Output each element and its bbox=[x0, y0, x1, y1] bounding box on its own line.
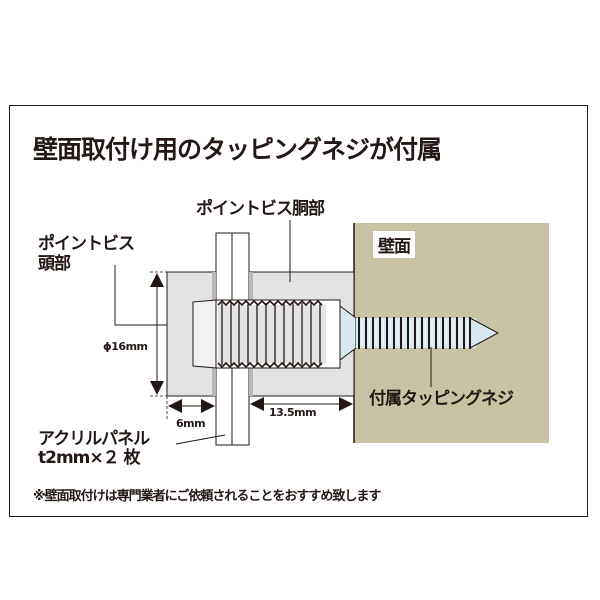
label-point-screw-head-line2: 頭部 bbox=[38, 254, 71, 274]
diameter-dimension bbox=[150, 271, 167, 397]
diagram-title: 壁面取付け用のタッピングネジが付属 bbox=[33, 135, 442, 164]
label-point-screw-head: ポイントビス 頭部 bbox=[38, 234, 135, 274]
label-point-screw-head-line1: ポイントビス bbox=[38, 234, 135, 254]
installation-note: ※壁面取付けは専門業者にご依頼されることをおすすめ致します bbox=[33, 489, 381, 504]
dimension-head-length-label: 6mm bbox=[176, 417, 206, 430]
head-length-dimension bbox=[166, 396, 217, 440]
head-recess bbox=[192, 299, 217, 369]
dimension-body-length-label: 13.5mm bbox=[269, 406, 317, 419]
label-point-screw-body: ポイントビス胴部 bbox=[196, 199, 325, 219]
label-tapping-screw: 付属タッピングネジ bbox=[369, 389, 514, 409]
inner-threaded-bolt bbox=[215, 299, 341, 369]
label-acrylic-panel-line1: アクリルパネル bbox=[38, 429, 150, 449]
label-wall: 壁面 bbox=[373, 231, 415, 258]
tapping-screw bbox=[339, 305, 500, 361]
dimension-diameter-label: ϕ16mm bbox=[103, 340, 148, 353]
body-length-dimension bbox=[248, 396, 353, 440]
label-acrylic-panel: アクリルパネル t2mm×２ 枚 bbox=[38, 429, 150, 468]
label-acrylic-panel-line2: t2mm×２ 枚 bbox=[38, 448, 141, 468]
leader-lines bbox=[114, 220, 432, 445]
